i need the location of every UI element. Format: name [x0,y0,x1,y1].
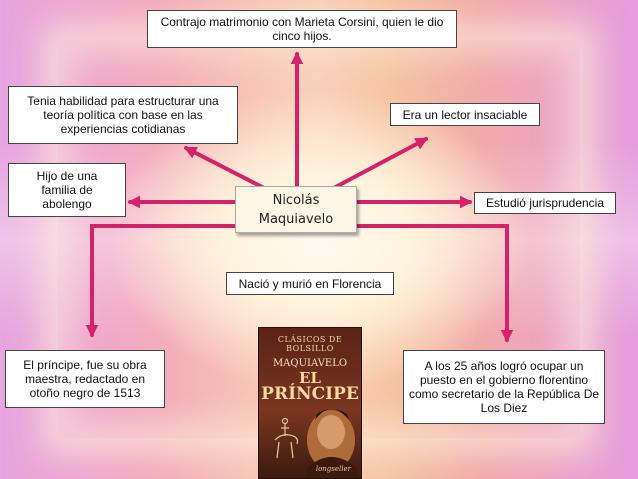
node-upper-right-text: Era un lector insaciable [402,107,528,122]
node-below-center: Nació y murió en Florencia [226,272,394,295]
book-publisher: longseller [315,465,351,473]
node-top: Contrajo matrimonio con Marieta Corsini,… [147,10,457,48]
node-below-center-text: Nació y murió en Florencia [238,276,382,291]
book-cover-image: CLÁSICOS DE BOLSILLO MAQUIAVELO EL PRÍNC… [258,327,362,479]
node-bottom-right-text: A los 25 años logró ocupar un puesto en … [408,359,600,415]
book-title-line1: EL [299,369,321,387]
node-right: Estudió jurisprudencia [474,192,616,214]
node-upper-left-text: Tenia habilidad para estructurar una teo… [27,94,219,136]
arrow-to-bottom-left [85,224,237,338]
book-author: MAQUIAVELO [272,358,348,369]
book-illustration [274,409,357,478]
node-left-text: Hijo de una familia de abolengo [36,169,98,211]
center-node: Nicolás Maquiavelo [235,186,357,233]
node-bottom-left-text: El príncipe, fue su obra maestra, redact… [23,358,147,400]
node-top-text: Contrajo matrimonio con Marieta Corsini,… [160,15,444,43]
center-node-line2: Maquiavelo [258,211,334,227]
node-upper-left: Tenia habilidad para estructurar una teo… [8,86,238,144]
arrow-to-bottom-right [355,224,514,343]
node-bottom-right: A los 25 años logró ocupar un puesto en … [403,350,605,424]
book-title-line2: PRÍNCIPE [261,384,359,404]
arrow-to-upper-left [183,146,270,192]
center-node-line1: Nicolás [272,192,320,208]
arrow-to-upper-right [328,137,429,192]
node-upper-right: Era un lector insaciable [390,103,540,126]
node-left: Hijo de una familia de abolengo [8,163,126,217]
book-series: CLÁSICOS DE BOLSILLO [277,335,343,353]
node-right-text: Estudió jurisprudencia [485,196,605,210]
node-bottom-left: El príncipe, fue su obra maestra, redact… [5,350,165,408]
